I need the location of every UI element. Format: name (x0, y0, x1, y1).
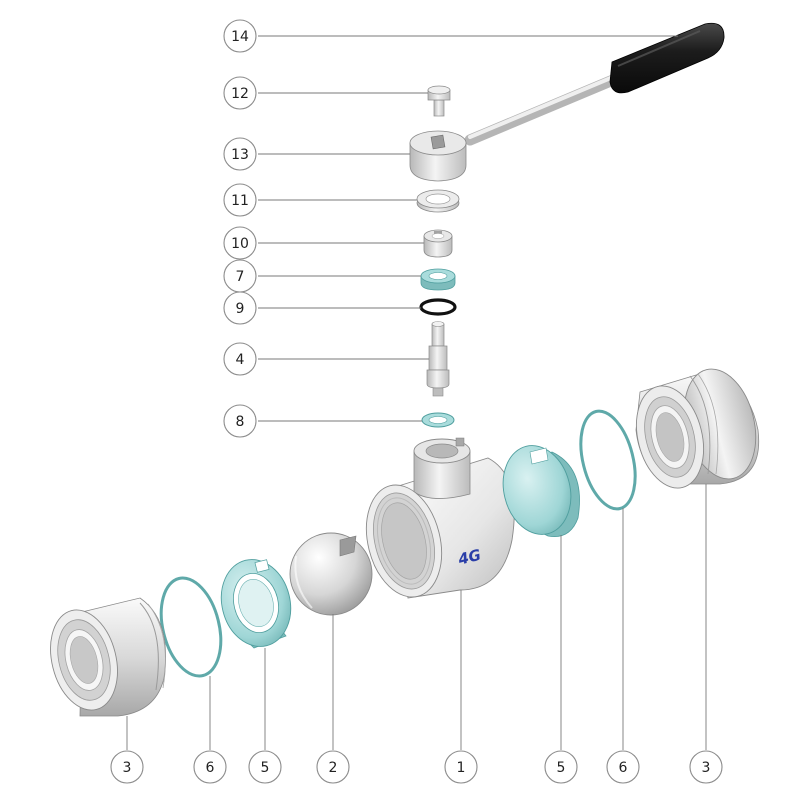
callout-5-left: 5 (248, 750, 282, 784)
callout-7: 7 (223, 259, 257, 293)
callout-3-left: 3 (110, 750, 144, 784)
callout-14: 14 (223, 19, 257, 53)
callout-2: 2 (316, 750, 350, 784)
callout-8-label: 8 (236, 414, 245, 430)
callout-3-right-label: 3 (702, 760, 711, 776)
valve-ball (289, 532, 373, 616)
leader-lines (126, 35, 707, 750)
callout-3-left-label: 3 (123, 760, 132, 776)
callout-12-label: 12 (231, 86, 249, 102)
ball-seat-right (502, 445, 580, 537)
callout-13: 13 (223, 137, 257, 171)
callout-5-right: 5 (544, 750, 578, 784)
callout-12: 12 (223, 76, 257, 110)
callout-5-left-label: 5 (261, 760, 270, 776)
stem-base-seal (421, 412, 455, 428)
callout-9: 9 (223, 291, 257, 325)
handle-hub (409, 130, 467, 182)
end-connector-right (635, 368, 760, 489)
callout-14-label: 14 (231, 29, 249, 45)
valve-stem (426, 321, 450, 397)
callout-5-right-label: 5 (557, 760, 566, 776)
stem-spacer (423, 229, 453, 258)
valve-body: 4G (365, 437, 515, 599)
callout-9-label: 9 (236, 301, 245, 317)
callout-6-right-label: 6 (619, 760, 628, 776)
handle-grip (609, 22, 725, 94)
end-connector-left (50, 597, 166, 717)
brand-logo: 4G (455, 546, 482, 569)
callout-11-label: 11 (231, 193, 249, 209)
callout-4: 4 (223, 342, 257, 376)
callout-6-right: 6 (606, 750, 640, 784)
stem-seal-ring (420, 268, 456, 291)
callout-6-left: 6 (193, 750, 227, 784)
callout-1: 1 (444, 750, 478, 784)
callout-2-label: 2 (329, 760, 338, 776)
callout-13-label: 13 (231, 147, 249, 163)
ball-seat-left (220, 559, 292, 649)
callout-4-label: 4 (236, 352, 245, 368)
callout-1-label: 1 (457, 760, 466, 776)
callout-7-label: 7 (236, 269, 245, 285)
callout-11: 11 (223, 183, 257, 217)
callout-8: 8 (223, 404, 257, 438)
handle-lever (464, 22, 725, 146)
handle-bolt (427, 85, 451, 117)
callout-10: 10 (223, 226, 257, 260)
stem-o-ring (419, 298, 457, 316)
callout-10-label: 10 (231, 236, 249, 252)
gland-nut (416, 189, 460, 213)
body-o-ring-left (159, 576, 223, 678)
callout-3-right: 3 (689, 750, 723, 784)
callout-6-left-label: 6 (206, 760, 215, 776)
body-o-ring-right (579, 409, 637, 511)
